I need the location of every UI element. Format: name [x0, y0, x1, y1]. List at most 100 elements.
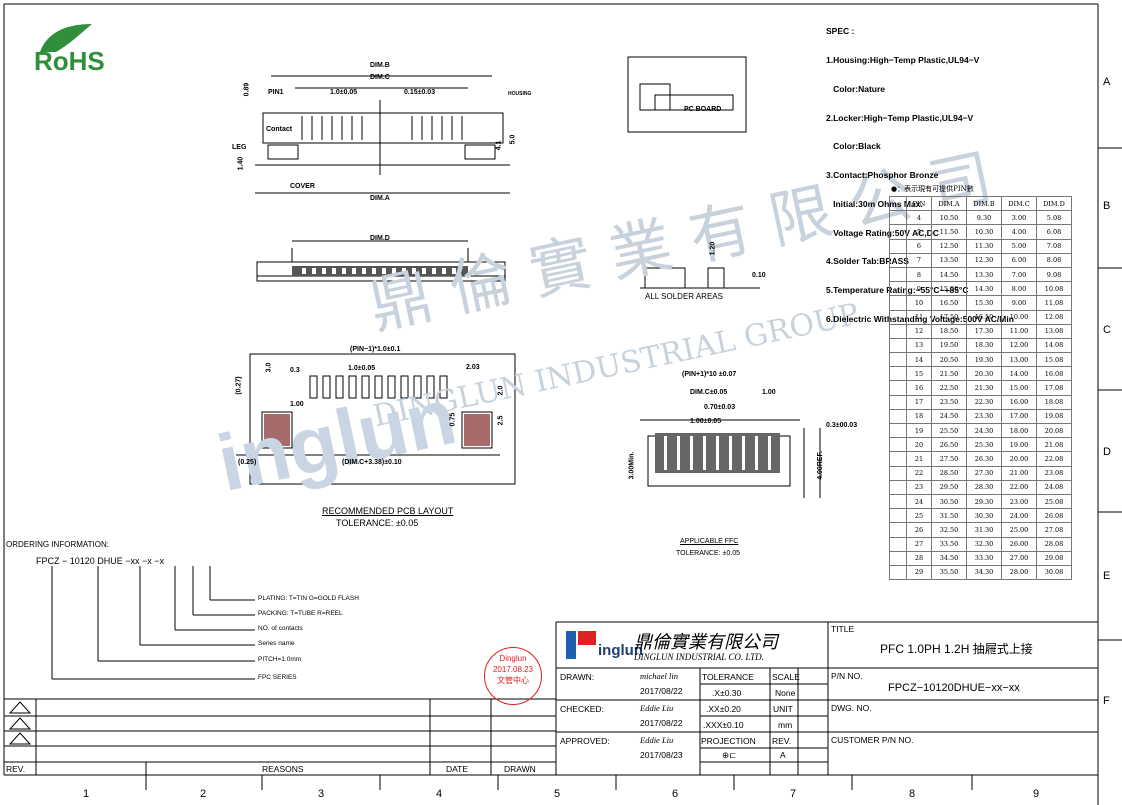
table-cell: 18.50 — [931, 323, 967, 339]
table-cell: 15.50 — [931, 281, 967, 297]
revision-date-header: DATE — [446, 764, 469, 774]
table-cell: 26.50 — [931, 437, 967, 453]
ffc-100a-label: 1.00 — [762, 389, 776, 396]
table-blank-cell — [889, 550, 907, 566]
ffc-300-label: 3.00Min. — [628, 451, 636, 480]
rev-label: REV. — [772, 736, 792, 746]
table-cell: 14.30 — [966, 281, 1002, 297]
zone-number-4: 4 — [435, 788, 443, 800]
ordering-item: Series name — [258, 640, 295, 647]
ordering-item: PITCH=1.0mm — [258, 656, 302, 663]
contact-label: Contact — [266, 126, 293, 133]
table-cell: 18.08 — [1036, 394, 1072, 410]
table-cell: 27.00 — [1001, 550, 1037, 566]
zone-number-3: 3 — [317, 788, 325, 800]
table-cell: 28.08 — [1036, 536, 1072, 552]
table-cell: 5.00 — [1001, 238, 1037, 254]
table-cell: 8 — [906, 266, 932, 283]
table-cell: 20 — [906, 437, 932, 453]
table-blank-cell — [889, 266, 907, 283]
table-cell: 4 — [906, 210, 932, 226]
table-cell: 33.50 — [931, 536, 967, 552]
checked-label: CHECKED: — [560, 704, 604, 714]
table-cell: 8.00 — [1001, 281, 1037, 297]
pc-board-label: PC BOARD — [684, 106, 722, 113]
table-blank-cell — [889, 210, 907, 226]
table-cell: 17 — [906, 394, 932, 410]
all-solder-areas-label: ALL SOLDER AREAS — [645, 292, 723, 301]
pcb-203-label: 2.03 — [466, 364, 480, 371]
table-cell: 31.50 — [931, 508, 967, 524]
table-cell: 24.08 — [1036, 479, 1072, 495]
table-cell: 10.50 — [931, 210, 967, 226]
tolerance-3: .XXX±0.10 — [703, 720, 744, 730]
table-cell: 24.50 — [931, 408, 967, 425]
dim-41-label: 4.1 — [495, 140, 503, 151]
ffc-070-label: 0.70±0.03 — [704, 404, 736, 411]
table-cell: 10.00 — [1001, 309, 1037, 325]
zone-letter-e: E — [1103, 570, 1111, 582]
customer-pn-label: CUSTOMER P/N NO. — [831, 735, 914, 745]
table-blank-cell — [889, 281, 907, 297]
table-blank-cell — [889, 252, 907, 268]
dim-d-label: DIM.D — [370, 235, 390, 242]
table-header: DIM.D — [1036, 195, 1072, 212]
pn-value: FPCZ−10120DHUE−xx−xx — [888, 682, 1020, 694]
table-cell: 10.08 — [1036, 281, 1072, 297]
table-blank-cell — [889, 309, 907, 325]
dim-a-label: DIM.A — [370, 195, 390, 202]
table-cell: 25.00 — [1001, 522, 1037, 538]
table-cell: 31.30 — [966, 522, 1002, 538]
pcb-027-label: (0.27) — [235, 376, 243, 395]
table-cell: 12.50 — [931, 238, 967, 254]
spec-line: 1.Housing:High−Temp Plastic,UL94−V — [826, 54, 980, 65]
table-cell: 17.30 — [966, 323, 1002, 339]
table-cell: 26.00 — [1001, 536, 1037, 552]
table-cell: 11.08 — [1036, 295, 1072, 311]
table-cell: 25.50 — [931, 422, 967, 439]
pcb-tolerance: TOLERANCE: ±0.05 — [336, 518, 419, 528]
spec-line: 3.Contact:Phosphor Bronze — [826, 170, 939, 181]
zone-number-9: 9 — [1032, 788, 1040, 800]
table-cell: 23.08 — [1036, 465, 1072, 481]
zone-number-6: 6 — [671, 788, 679, 800]
table-cell: 21 — [906, 451, 932, 467]
table-cell: 27.30 — [966, 465, 1002, 481]
table-cell: 10.30 — [966, 224, 1002, 240]
drawn-label: DRAWN: — [560, 672, 595, 682]
dim-140-label: 1.40 — [237, 156, 245, 171]
table-cell: 6.00 — [1001, 252, 1037, 268]
table-cell: 29.30 — [966, 493, 1002, 510]
table-cell: 20.30 — [966, 366, 1002, 382]
table-cell: 28.50 — [931, 465, 967, 481]
revision-reasons-header: REASONS — [262, 764, 304, 774]
table-cell: 23.00 — [1001, 493, 1037, 510]
table-cell: 34.50 — [931, 550, 967, 566]
pcb-layout-title: RECOMMENDED PCB LAYOUT — [322, 506, 454, 516]
dwg-label: DWG. NO. — [831, 703, 872, 713]
table-cell: 19.00 — [1001, 437, 1037, 453]
table-header: PIN — [906, 195, 932, 212]
pitch2-label: 0.15±0.03 — [404, 89, 436, 96]
pin-table-note: ●：表示現有可提供PIN數 — [891, 185, 974, 193]
leg-label: LEG — [232, 144, 247, 151]
rohs-leaf-icon — [40, 24, 92, 52]
table-cell: 12.30 — [966, 252, 1002, 268]
zone-letter-f: F — [1103, 695, 1110, 707]
scale-value: None — [775, 688, 796, 698]
table-cell: 16.08 — [1036, 366, 1072, 382]
pcb-075-label: 0.75 — [449, 412, 457, 427]
table-blank-cell — [889, 238, 907, 254]
title-value: PFC 1.0PH 1.2H 抽屜式上接 — [880, 642, 1033, 656]
table-corner-cell — [889, 195, 907, 212]
table-cell: 25.08 — [1036, 493, 1072, 510]
